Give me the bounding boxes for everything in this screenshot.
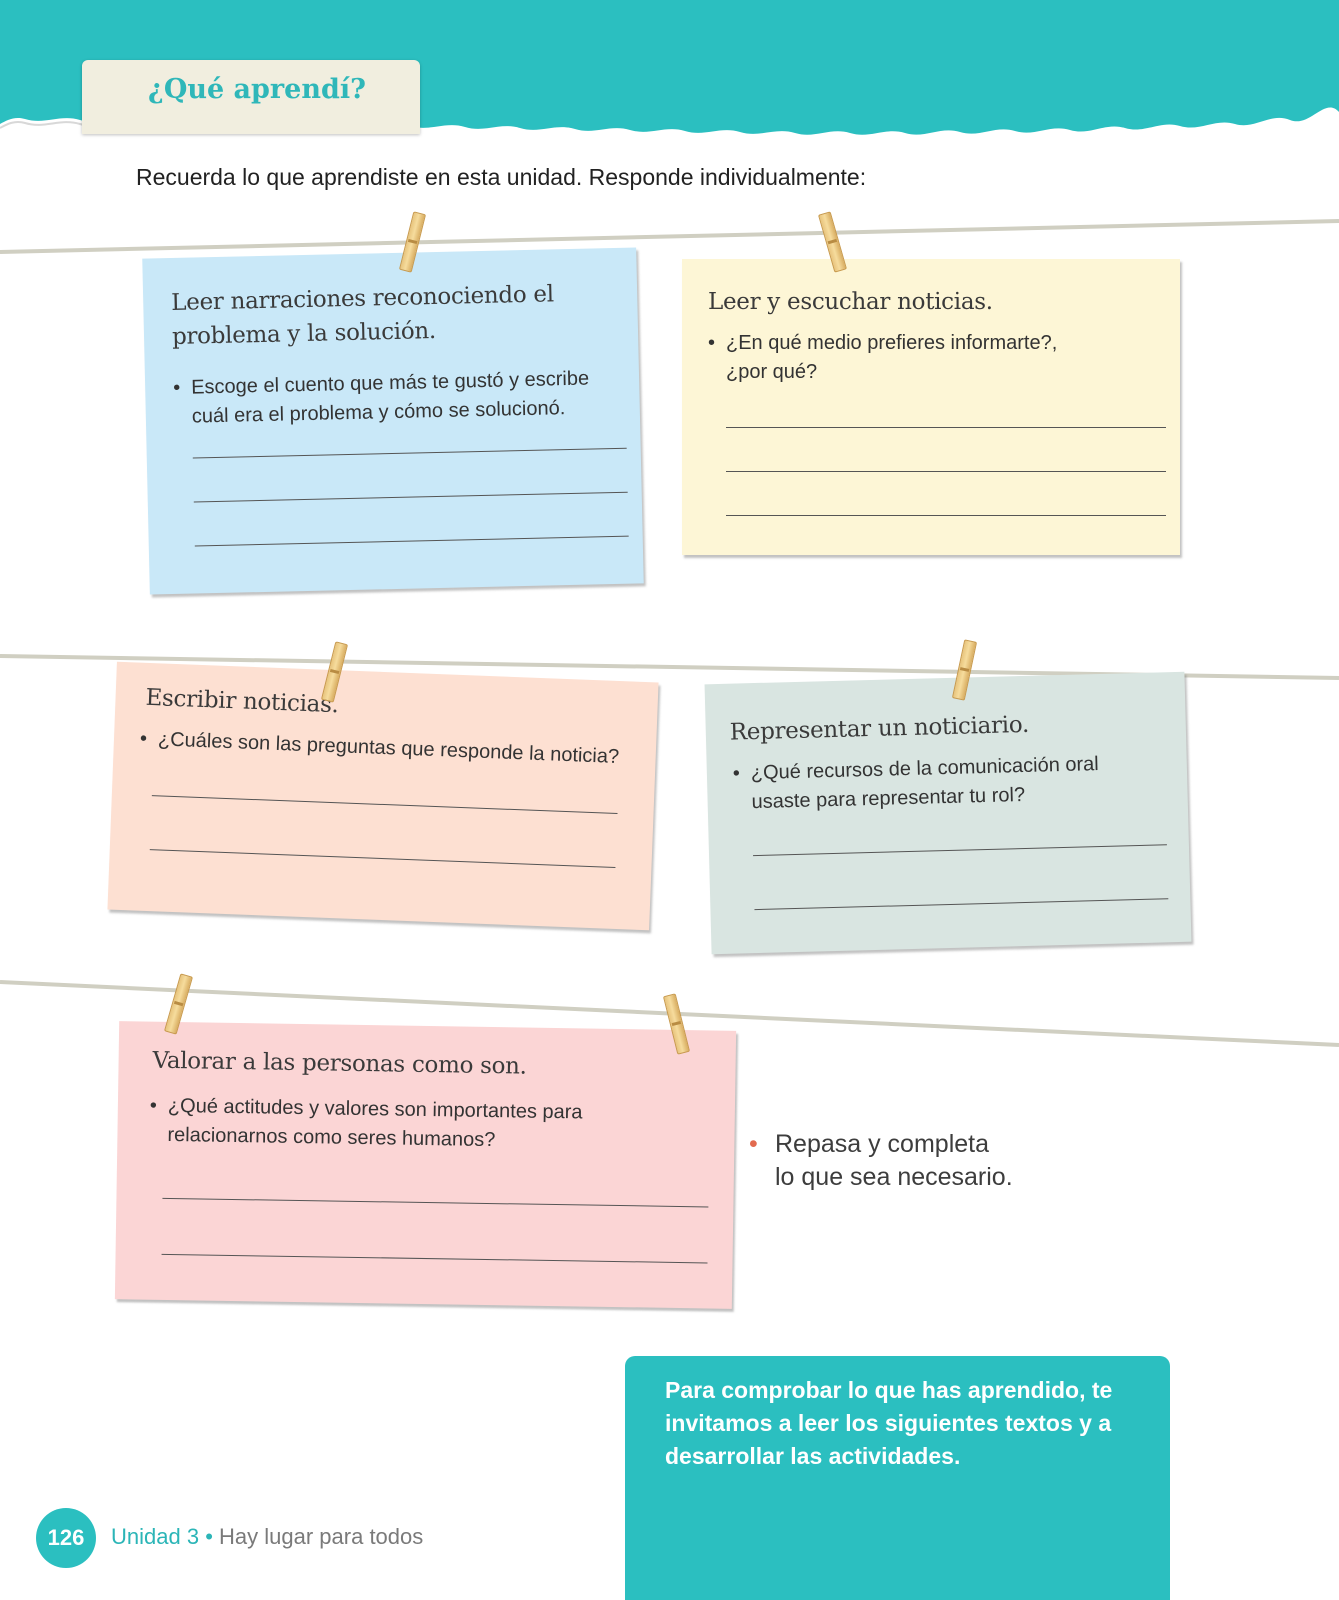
- card-news-reading: Leer y escuchar noticias. •¿En qué medio…: [682, 259, 1180, 555]
- card-question: relacionarnos como seres humanos?: [167, 1123, 496, 1152]
- bullet-icon: •: [732, 762, 741, 785]
- bullet-icon: •: [749, 1130, 758, 1158]
- bullet-icon: •: [139, 727, 148, 750]
- answer-line[interactable]: [726, 515, 1166, 516]
- card-question: •¿Qué recursos de la comunicación oral: [733, 750, 1100, 788]
- card-title: Representar un noticiario.: [729, 711, 1030, 746]
- section-title-tab: ¿Qué aprendí?: [82, 60, 420, 134]
- card-title: Valorar a las personas como son.: [152, 1047, 527, 1080]
- callout-box: Para comprobar lo que has aprendido, te …: [625, 1356, 1170, 1600]
- answer-line[interactable]: [194, 535, 629, 547]
- answer-line[interactable]: [162, 1197, 709, 1208]
- answer-line[interactable]: [754, 898, 1169, 911]
- clothesline-1: [0, 219, 1339, 254]
- page-number: 126: [36, 1508, 96, 1568]
- answer-line[interactable]: [726, 471, 1166, 472]
- card-question: usaste para representar tu rol?: [751, 783, 1026, 814]
- footer-unit: Unidad 3: [111, 1524, 200, 1549]
- instruction-text: Recuerda lo que aprendiste en esta unida…: [136, 164, 867, 190]
- card-newscast: Representar un noticiario. •¿Qué recurso…: [704, 671, 1192, 955]
- card-title: problema y la solución.: [171, 318, 437, 350]
- card-title: Leer narraciones reconociendo el: [170, 281, 555, 316]
- answer-line[interactable]: [151, 795, 618, 815]
- callout-text: Para comprobar lo que has aprendido, te …: [665, 1377, 1113, 1469]
- card-title: Escribir noticias.: [145, 684, 340, 719]
- review-note-line: Repasa y completa: [775, 1130, 990, 1158]
- card-title: Leer y escuchar noticias.: [708, 289, 993, 315]
- card-question: •¿En qué medio prefieres informarte?,: [708, 329, 1057, 358]
- bullet-icon: •: [708, 332, 716, 354]
- card-question: •¿Cuáles son las preguntas que responde …: [140, 725, 620, 772]
- answer-line[interactable]: [161, 1253, 708, 1264]
- footer-unit-title: Unidad 3 • Hay lugar para todos: [111, 1524, 423, 1550]
- answer-line[interactable]: [193, 491, 628, 503]
- section-title: ¿Qué aprendí?: [148, 74, 366, 105]
- card-valuing-people: Valorar a las personas como son. •¿Qué a…: [114, 1021, 737, 1309]
- footer-separator: •: [205, 1524, 213, 1549]
- bullet-icon: •: [172, 376, 181, 399]
- footer-topic: Hay lugar para todos: [219, 1524, 424, 1549]
- answer-line[interactable]: [149, 849, 616, 868]
- review-note-line: lo que sea necesario.: [775, 1163, 1013, 1191]
- card-writing-news: Escribir noticias. •¿Cuáles son las preg…: [107, 661, 659, 931]
- card-reading-narratives: Leer narraciones reconociendo el problem…: [142, 247, 644, 595]
- answer-line[interactable]: [753, 844, 1167, 857]
- answer-line[interactable]: [192, 447, 627, 459]
- bullet-icon: •: [149, 1094, 158, 1117]
- answer-line[interactable]: [726, 427, 1166, 428]
- review-note: • Repasa y completa lo que sea necesario…: [749, 1128, 1013, 1194]
- card-question: ¿por qué?: [726, 361, 818, 383]
